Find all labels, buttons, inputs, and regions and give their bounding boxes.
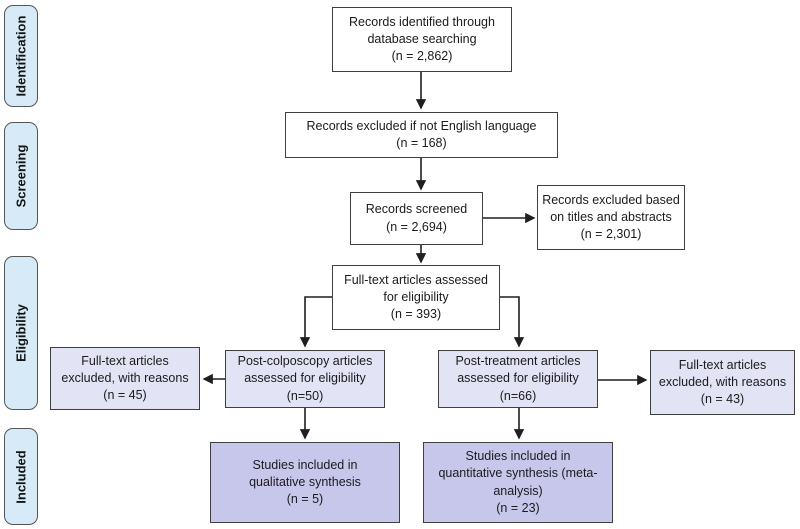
box-quantitative-synthesis: Studies included in quantitative synthes… — [423, 442, 613, 523]
stage-identification-label: Identification — [13, 15, 29, 97]
box-excluded-language: Records excluded if not English language… — [285, 112, 558, 158]
box-post-colposcopy: Post-colposcopy articles assessed for el… — [225, 350, 385, 408]
stage-included: Included — [4, 428, 38, 525]
box-records-identified: Records identified through database sear… — [332, 7, 512, 72]
stage-screening: Screening — [4, 122, 38, 230]
stage-screening-label: Screening — [13, 144, 29, 208]
box-qualitative-synthesis: Studies included in qualitative synthesi… — [210, 442, 400, 523]
box-excluded-reasons-left: Full-text articles excluded, with reason… — [50, 347, 200, 410]
arrow-fulltext-to-treatment — [500, 296, 525, 348]
box-excluded-titles-abstracts: Records excluded based on titles and abs… — [537, 185, 685, 250]
stage-eligibility-label: Eligibility — [13, 304, 29, 362]
stage-included-label: Included — [13, 449, 29, 504]
stage-eligibility: Eligibility — [4, 256, 38, 410]
stage-identification: Identification — [4, 5, 38, 107]
box-excluded-reasons-right: Full-text articles excluded, with reason… — [650, 350, 795, 415]
box-records-screened: Records screened (n = 2,694) — [350, 192, 483, 245]
arrow-fulltext-to-colposcopy — [299, 296, 332, 348]
box-post-treatment: Post-treatment articles assessed for eli… — [438, 350, 598, 408]
box-fulltext-assessed: Full-text articles assessed for eligibil… — [332, 265, 500, 330]
